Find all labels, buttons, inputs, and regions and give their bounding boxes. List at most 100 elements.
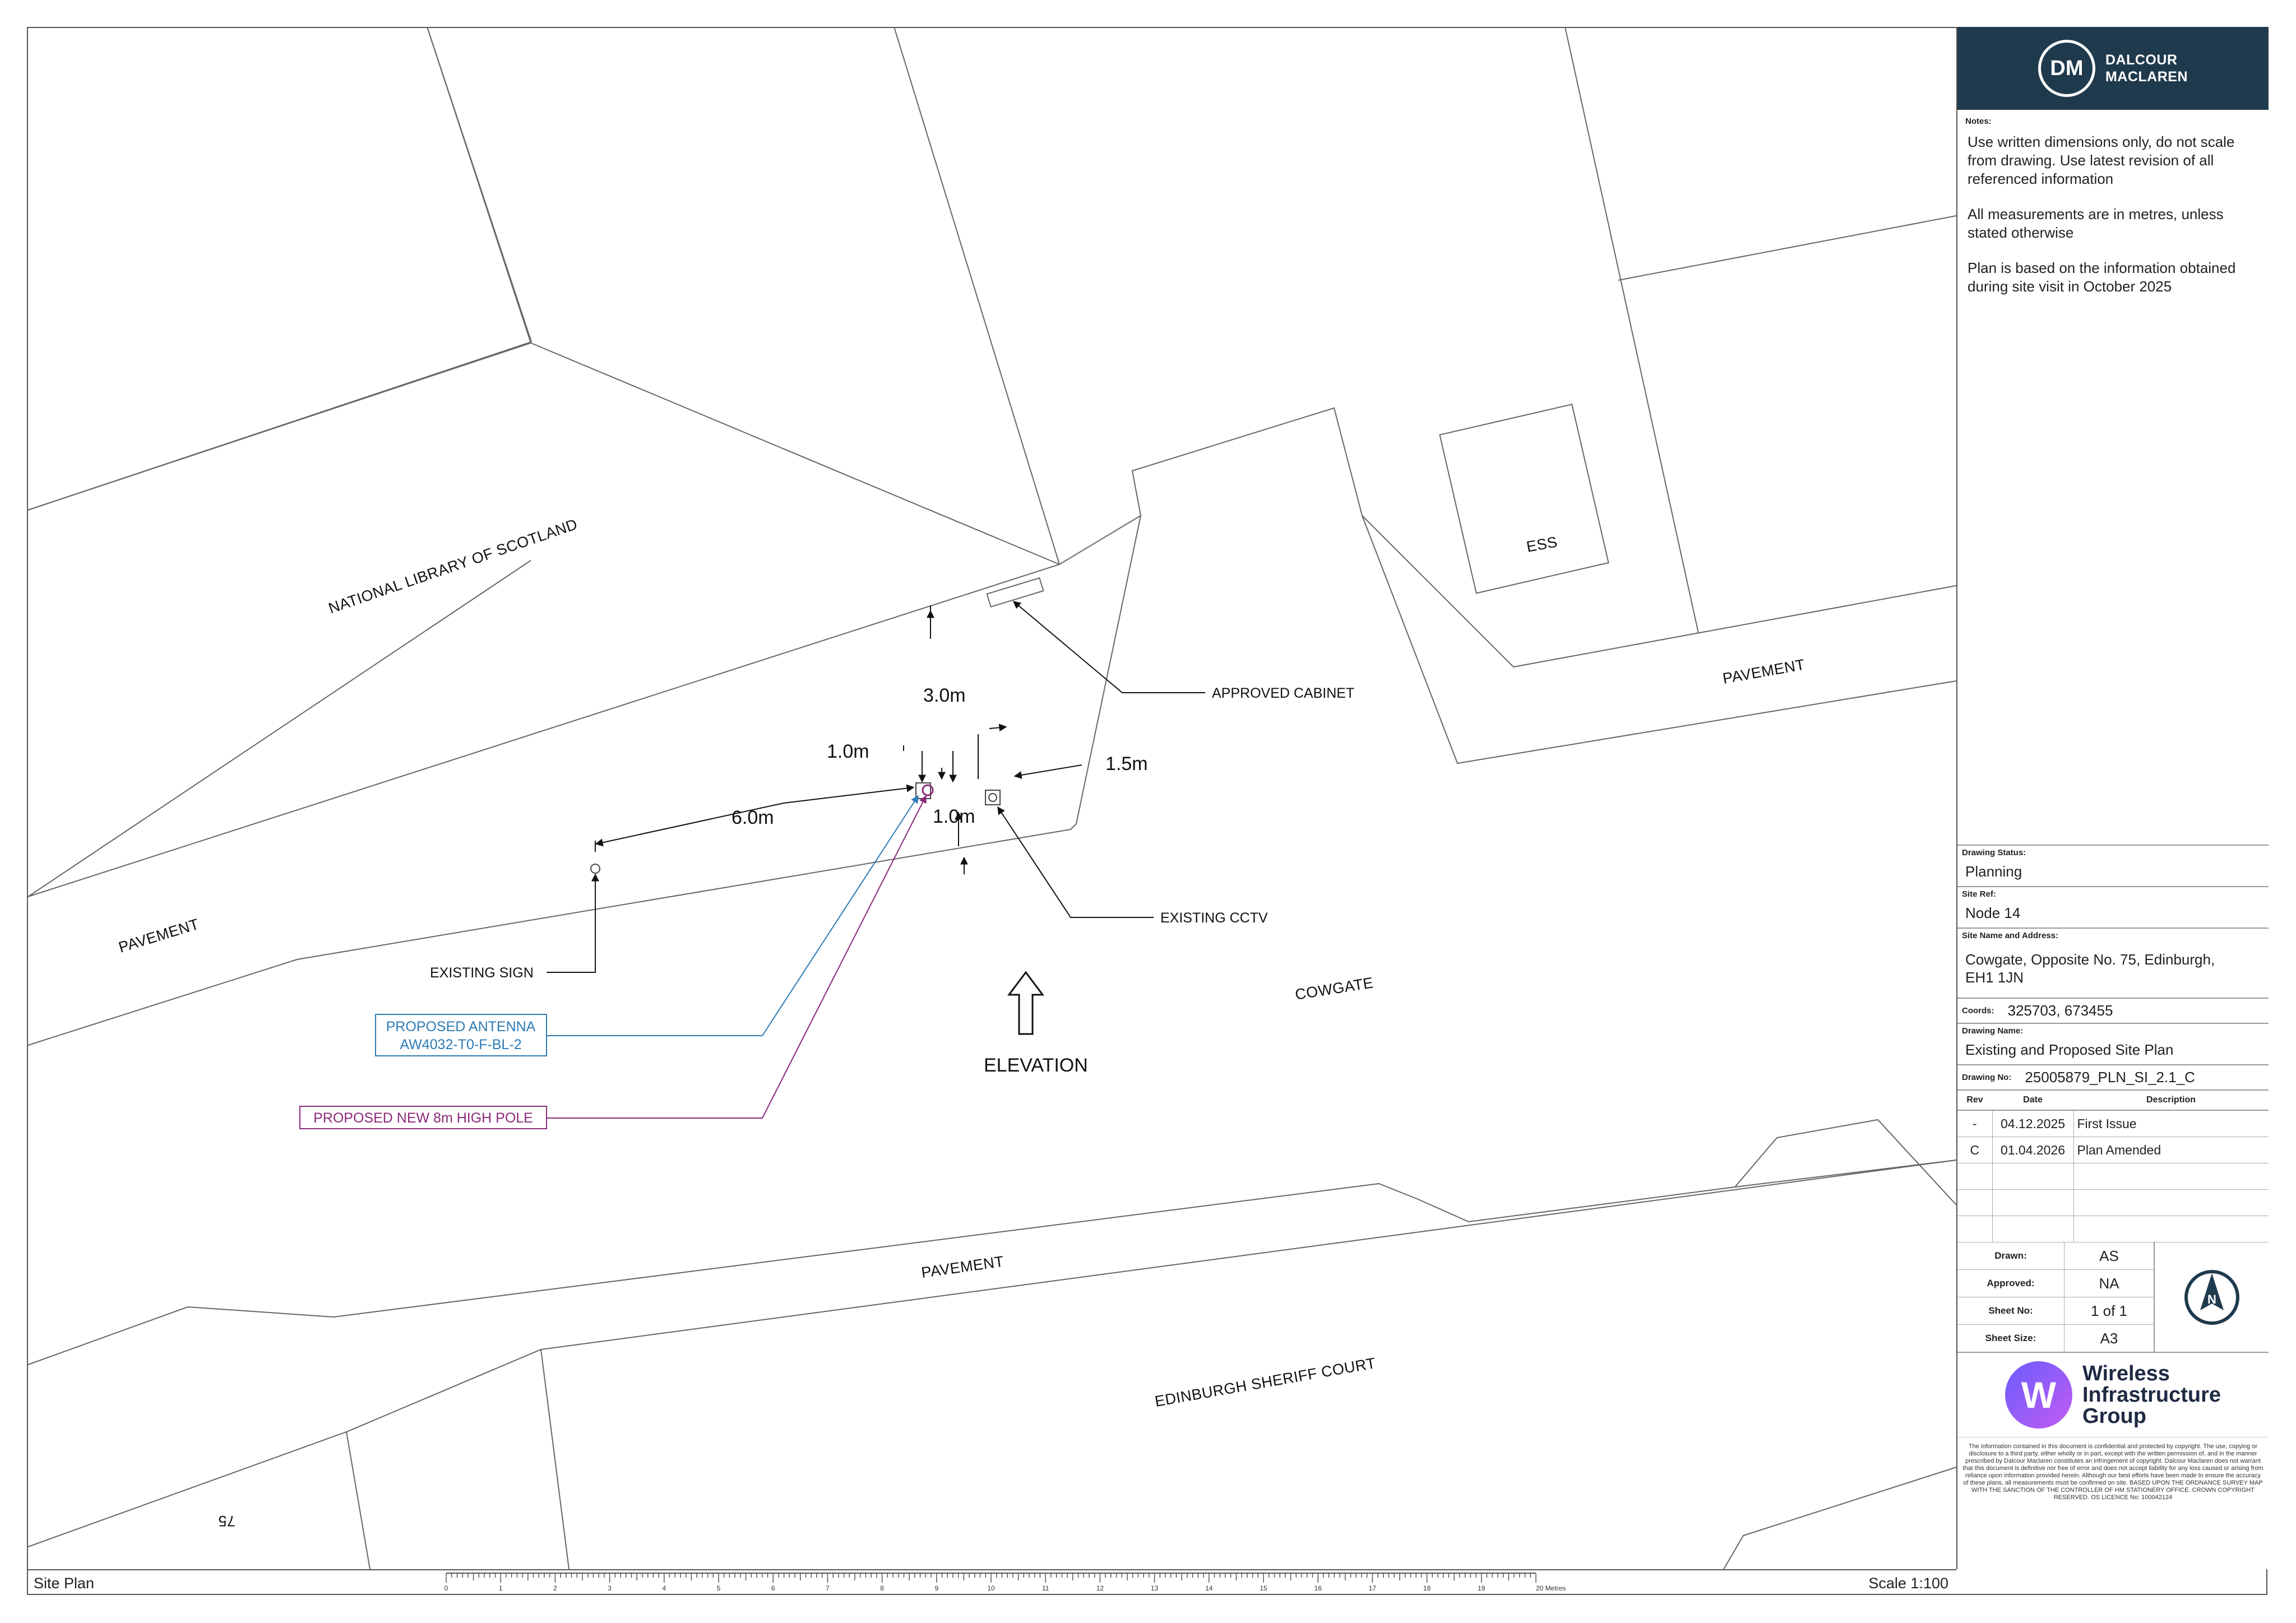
scale-bar-label: 10	[987, 1584, 995, 1592]
site-ref-label: Site Ref:	[1962, 889, 1996, 899]
elevation-label: ELEVATION	[984, 1055, 1088, 1076]
scale-bar-label: 17	[1369, 1584, 1377, 1592]
scale-bar-label: 15	[1260, 1584, 1267, 1592]
rev-header: Rev	[1957, 1091, 1992, 1111]
existing-sign-symbol	[590, 864, 600, 874]
scale-bar-label: 11	[1042, 1584, 1049, 1592]
drawn-value: AS	[2099, 1247, 2119, 1264]
cabinet-leader	[1012, 601, 1205, 693]
callout-proposed-pole: PROPOSED NEW 8m HIGH POLE	[313, 1110, 533, 1126]
north-letter: N	[2207, 1292, 2216, 1306]
revision-table: Rev Date Description - 04.12.2025 First …	[1957, 1091, 2269, 1242]
bottom-bar: Site Plan Scale 1:100	[27, 1569, 1956, 1596]
sheet-no-value: 1 of 1	[2090, 1302, 2128, 1319]
number-75-label: 75	[218, 1513, 235, 1529]
north-arrow: N	[2155, 1242, 2269, 1352]
drawing-no-label: Drawing No:	[1962, 1073, 2012, 1082]
pavement-label-south: PAVEMENT	[920, 1253, 1005, 1281]
scale-bar-label: 16	[1314, 1584, 1322, 1592]
scale-bar-label: 4	[662, 1584, 666, 1592]
scale-bar-label: 18	[1423, 1584, 1431, 1592]
brand-name-line2: MACLAREN	[2105, 69, 2188, 85]
scale-bar-label: 2	[553, 1584, 557, 1592]
callout-existing-cctv: EXISTING CCTV	[1160, 910, 1268, 926]
existing-cctv-symbol	[985, 790, 1001, 805]
sheet-size-label: Sheet Size:	[1957, 1325, 2064, 1352]
library-building-outline	[27, 26, 1060, 897]
scale-bar-label: 9	[934, 1584, 938, 1592]
title-block: DM DALCOUR MACLAREN Notes: Use written d…	[1956, 27, 2269, 1569]
wireless-infrastructure-group-logo: W Wireless Infrastructure Group	[1957, 1353, 2269, 1437]
drawing-no-value: 25005879_PLN_SI_2.1_C	[2025, 1069, 2195, 1086]
scale-bar-label: 19	[1478, 1584, 1485, 1592]
proposed-pole-symbol	[922, 784, 934, 796]
scale-bar-label: 14	[1205, 1584, 1213, 1592]
dimension-1m-lower: 1.0m	[933, 806, 975, 827]
north-arrow-icon: N	[2184, 1269, 2239, 1325]
approved-cabinet-outline	[986, 577, 1044, 608]
antenna-leader	[547, 795, 919, 1036]
scale-bar-label: 3	[608, 1584, 612, 1592]
table-row: - 04.12.2025 First Issue	[1957, 1110, 2269, 1137]
drawing-name-value: Existing and Proposed Site Plan	[1965, 1041, 2174, 1058]
table-row	[1957, 1163, 2269, 1190]
rev-cell: C	[1957, 1137, 1993, 1163]
site-ref-value: Node 14	[1965, 905, 2021, 921]
notes-heading: Notes:	[1965, 117, 1992, 126]
dimension-lines	[595, 605, 1082, 874]
site-name-label: Site Name and Address:	[1962, 931, 2058, 940]
drawing-name-label: Drawing Name:	[1962, 1026, 2024, 1036]
date-header: Date	[1992, 1091, 2073, 1111]
site-name-value: Cowgate, Opposite No. 75, Edinburgh, EH1…	[1965, 951, 2215, 986]
date-cell: 01.04.2026	[1992, 1137, 2074, 1163]
description-cell: Plan Amended	[2073, 1137, 2269, 1163]
property-boundaries	[27, 26, 1957, 1570]
ess-label: ESS	[1525, 534, 1559, 555]
wig-name-line2: Infrastructure	[2082, 1383, 2221, 1407]
pavement-label-west: PAVEMENT	[117, 916, 201, 956]
pavement-label-east: PAVEMENT	[1721, 656, 1806, 687]
dalcour-maclaren-logo: DM DALCOUR MACLAREN	[1957, 27, 2269, 110]
scale-bar-label: 7	[826, 1584, 830, 1592]
scale-bar-label: 13	[1151, 1584, 1159, 1592]
scale-bar-label: 0	[445, 1584, 448, 1592]
table-row	[1957, 1216, 2269, 1242]
approved-label: Approved:	[1957, 1270, 2064, 1297]
legal-disclaimer: The information contained in this docume…	[1962, 1443, 2263, 1501]
sheet-size-value: A3	[2100, 1329, 2118, 1347]
scale-label: Scale 1:100	[1868, 1575, 1948, 1592]
dm-logo-icon: DM	[2038, 40, 2095, 97]
wig-name-line3: Group	[2082, 1404, 2146, 1428]
scale-bar-label: 12	[1096, 1584, 1104, 1592]
scale-bar-label: 8	[880, 1584, 884, 1592]
dimension-6m: 6.0m	[732, 807, 774, 828]
dimension-labels: 3.0m 1.0m 1.0m 1.5m 6.0m	[732, 685, 1148, 828]
pole-callout-box	[299, 1106, 547, 1129]
scale-bar-label: 20 Metres	[1536, 1584, 1566, 1592]
coords-value: 325703, 673455	[2007, 1002, 2113, 1019]
sign-leader	[547, 873, 599, 973]
drawing-status-field: Drawing Status: Planning	[1957, 846, 2269, 887]
scale-bar-label: 1	[499, 1584, 503, 1592]
coords-label: Coords:	[1962, 1006, 1994, 1015]
approved-row: Approved: NA	[1957, 1270, 2154, 1297]
elevation-marker: ELEVATION	[984, 971, 1088, 1076]
drawn-row: Drawn: AS	[1957, 1242, 2154, 1270]
drawing-no-field: Drawing No: 25005879_PLN_SI_2.1_C	[1957, 1065, 2269, 1091]
brand-name-line1: DALCOUR	[2105, 52, 2178, 68]
drawing-status-value: Planning	[1965, 863, 2022, 880]
sheet-size-row: Sheet Size: A3	[1957, 1325, 2154, 1352]
wig-logo-icon: W	[2005, 1361, 2072, 1429]
antenna-callout-box	[375, 1014, 547, 1056]
callout-antenna-line1: PROPOSED ANTENNA	[386, 1019, 536, 1035]
table-row: C 01.04.2026 Plan Amended	[1957, 1137, 2269, 1163]
note-3: Plan is based on the information obtaine…	[1968, 259, 2236, 295]
sheet-type-label: Site Plan	[34, 1575, 95, 1592]
wig-name-line1: Wireless	[2082, 1362, 2170, 1385]
coords-field: Coords: 325703, 673455	[1957, 999, 2269, 1024]
site-name-field: Site Name and Address: Cowgate, Opposite…	[1957, 929, 2269, 999]
library-label: NATIONAL LIBRARY OF SCOTLAND	[326, 516, 580, 617]
approved-value: NA	[2099, 1274, 2119, 1292]
